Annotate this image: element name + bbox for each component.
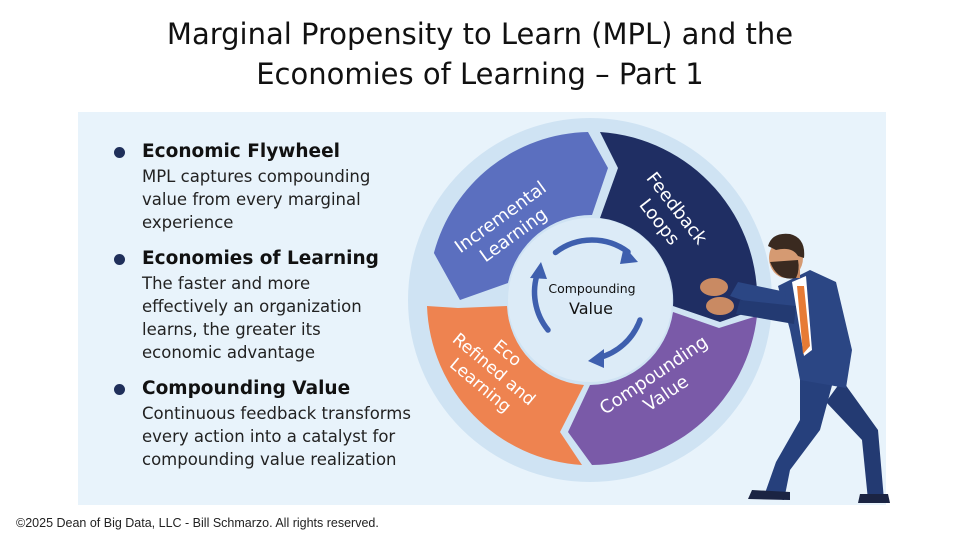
copyright-footer: ©2025 Dean of Big Data, LLC - Bill Schma… <box>16 516 379 530</box>
hub-label-top: Compounding <box>548 281 635 296</box>
person-torso <box>778 270 852 388</box>
person-back-shoe <box>858 494 890 503</box>
hub-label-bottom: Value <box>569 299 613 318</box>
person-back-leg <box>826 380 884 500</box>
person-hand <box>706 297 734 315</box>
person-hand <box>700 278 728 296</box>
person-beard <box>770 260 799 279</box>
person-front-leg <box>764 372 834 500</box>
